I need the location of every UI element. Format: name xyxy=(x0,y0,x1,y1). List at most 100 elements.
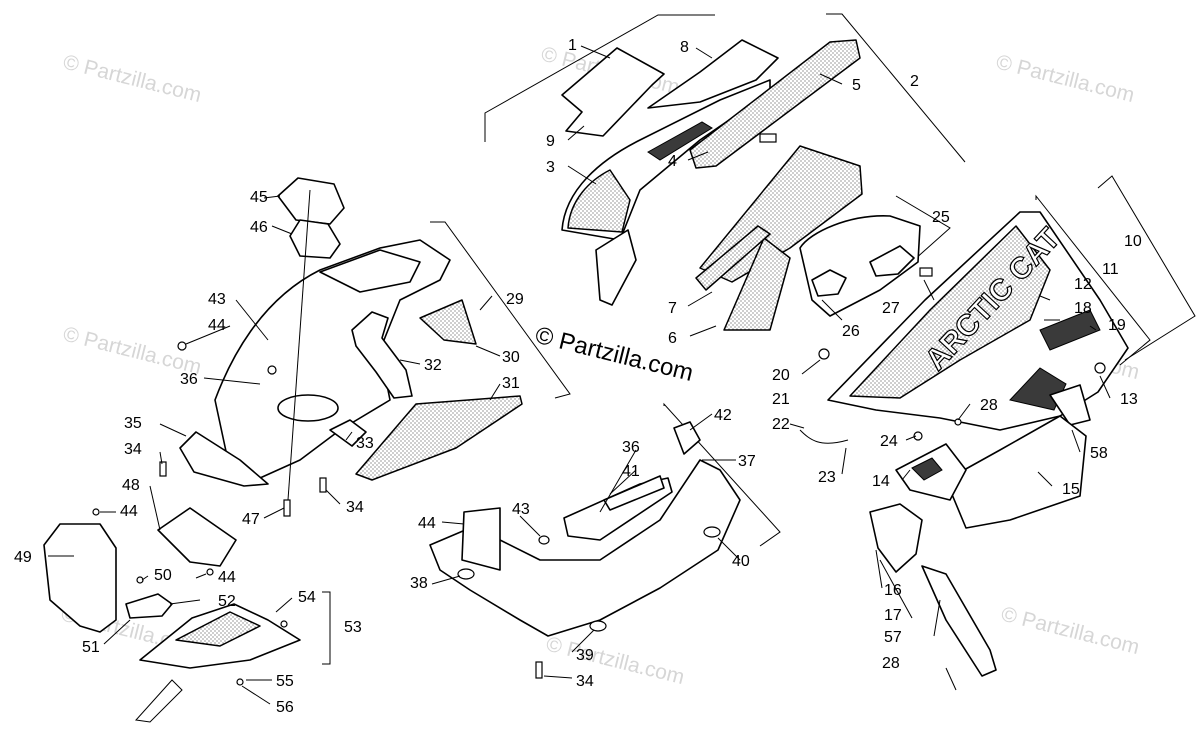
callout-58: 58 xyxy=(1090,445,1108,462)
part-14-slot xyxy=(911,457,943,481)
callout-44: 44 xyxy=(218,569,236,586)
part-13-plug xyxy=(1094,362,1106,374)
callout-34: 34 xyxy=(346,499,364,516)
part-28-screw xyxy=(954,418,962,426)
part-54-pad xyxy=(175,611,261,647)
part-25-cap xyxy=(869,245,915,277)
windshield-group xyxy=(484,13,966,331)
callout-51: 51 xyxy=(82,639,100,656)
callout-56: 56 xyxy=(276,699,294,716)
bracket-25 xyxy=(895,195,951,269)
callout-24: 24 xyxy=(880,433,898,450)
part-43-screw xyxy=(267,365,277,375)
callout-5: 5 xyxy=(852,77,861,94)
part-4-strip xyxy=(647,121,713,161)
callout-10: 10 xyxy=(1124,233,1142,250)
part-31-pad xyxy=(355,395,523,481)
callout-28: 28 xyxy=(980,397,998,414)
callout-46: 46 xyxy=(250,219,268,236)
part-24-clip xyxy=(913,431,923,441)
callout-32: 32 xyxy=(424,357,442,374)
callout-47: 47 xyxy=(242,511,260,528)
callout-43: 43 xyxy=(208,291,226,308)
callout-12: 12 xyxy=(1074,276,1092,293)
callout-7: 7 xyxy=(668,300,677,317)
part-43-plug xyxy=(538,535,550,545)
part-44-screw xyxy=(177,341,187,351)
callout-45: 45 xyxy=(250,189,268,206)
part-32-post xyxy=(351,311,413,399)
part-47-screw xyxy=(283,499,291,517)
callout-31: 31 xyxy=(502,375,520,392)
part-34-screw xyxy=(535,661,543,679)
fastener xyxy=(759,133,777,143)
callouts: 1 2 3 4 5 6 7 8 9 10 11 12 13 14 15 16 1… xyxy=(14,37,1142,716)
dash-group xyxy=(159,177,571,517)
part-58-decal xyxy=(1009,367,1067,411)
callout-20: 20 xyxy=(772,367,790,384)
callout-53: 53 xyxy=(344,619,362,636)
part-44-bracket xyxy=(461,507,501,571)
callout-55: 55 xyxy=(276,673,294,690)
callout-37: 37 xyxy=(738,453,756,470)
callout-21: 21 xyxy=(772,391,790,408)
callout-4: 4 xyxy=(668,153,677,170)
part-52-bracket xyxy=(125,593,173,619)
part-50-screw xyxy=(136,576,144,584)
part-46-seal xyxy=(289,219,341,259)
part-5-strip xyxy=(689,39,861,169)
part-56-tab xyxy=(135,679,183,723)
callout-22: 22 xyxy=(772,416,790,433)
part-3-lower xyxy=(595,229,637,306)
part-42-clip xyxy=(673,421,701,455)
part-48-cover xyxy=(157,507,237,567)
callout-44: 44 xyxy=(208,317,226,334)
callout-25: 25 xyxy=(932,209,950,226)
part-35-trim xyxy=(179,431,269,487)
callout-14: 14 xyxy=(872,473,890,490)
part-40-plug xyxy=(703,526,721,538)
watermark: © Partzilla.com xyxy=(994,51,1137,108)
callout-3: 3 xyxy=(546,159,555,176)
part-8-trim xyxy=(647,39,779,109)
callout-50: 50 xyxy=(154,567,172,584)
watermark: © Partzilla.com xyxy=(999,603,1142,660)
callout-57: 57 xyxy=(884,629,902,646)
console-group xyxy=(799,195,951,317)
callout-34: 34 xyxy=(576,673,594,690)
callout-16: 16 xyxy=(884,582,902,599)
part-21-cable xyxy=(799,429,849,444)
part-41-strip xyxy=(603,475,665,511)
lower-left-group xyxy=(43,507,331,723)
part-29-dash xyxy=(214,239,451,479)
part-6-pad xyxy=(723,237,791,331)
bracket-53 xyxy=(322,591,331,665)
part-38-plug xyxy=(457,568,475,580)
callout-42: 42 xyxy=(714,407,732,424)
callout-9: 9 xyxy=(546,133,555,150)
part-9-windshield xyxy=(561,47,665,137)
callout-1: 1 xyxy=(568,37,577,54)
part-44-screw xyxy=(92,508,100,516)
part-33-clip xyxy=(329,419,367,447)
part-57-strip xyxy=(921,565,997,677)
part-3-decal xyxy=(567,169,631,233)
callout-40: 40 xyxy=(732,553,750,570)
callout-17: 17 xyxy=(884,607,902,624)
part-20-grommet xyxy=(818,348,830,360)
dash-opening xyxy=(277,394,339,422)
callout-48: 48 xyxy=(122,477,140,494)
callout-28: 28 xyxy=(882,655,900,672)
callout-15: 15 xyxy=(1062,481,1080,498)
part-10-graphic xyxy=(849,225,1051,399)
callout-27: 27 xyxy=(882,300,900,317)
bracket-10 xyxy=(1097,175,1196,361)
callout-41: 41 xyxy=(622,463,640,480)
callout-38: 38 xyxy=(410,575,428,592)
bracket-37 xyxy=(663,402,781,547)
part-44-screw xyxy=(206,568,214,576)
part-34-screw xyxy=(159,461,167,477)
callout-18: 18 xyxy=(1074,300,1092,317)
part-49-panel xyxy=(43,523,117,633)
